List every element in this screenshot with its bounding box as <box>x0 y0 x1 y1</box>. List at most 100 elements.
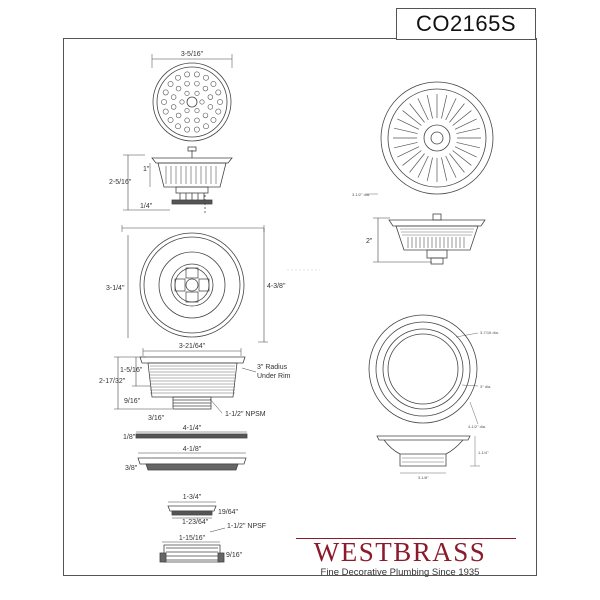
radial-slot <box>409 153 425 173</box>
strainer-hole <box>162 108 169 115</box>
strainer-hole <box>194 90 200 96</box>
radial-slot <box>394 142 418 149</box>
basket-side-view: 2-5/16" 1" 1/4" <box>109 146 233 215</box>
strainer-hole <box>170 94 177 100</box>
strainer-holes <box>161 71 223 133</box>
washer-thick-label: 19/64" <box>218 509 239 516</box>
brand-block: WESTBRASS Fine Decorative Plumbing Since… <box>290 538 510 578</box>
strainer-hole <box>193 126 200 133</box>
strainer-hole <box>194 80 200 87</box>
right-flange-top-view: 3-7/16 dia. 3" dia. 4-1/2" dia. <box>368 314 499 429</box>
body-upper-label: 1-5/16" <box>120 367 143 374</box>
right-basket-dia-label: 3-1/2" dia. <box>352 192 370 197</box>
right-basket-top-view: 3-1/2" dia. <box>352 81 494 197</box>
strainer-hole <box>175 85 182 92</box>
strainer-hole <box>184 117 190 124</box>
body-lower-label: 9/16" <box>124 398 141 405</box>
right-flange-a-label: 3-7/16 dia. <box>480 330 499 335</box>
strainer-hole <box>175 74 181 81</box>
body-radius-label-1: 3" Radius <box>257 364 288 371</box>
strainer-hole <box>184 126 191 133</box>
radial-slot <box>445 98 457 121</box>
right-basket-height-label: 2" <box>366 238 373 245</box>
strainer-hole <box>203 74 209 81</box>
thread-npsf-label: 1-1/2" NPSF <box>227 523 266 530</box>
drawing-frame <box>63 38 537 576</box>
flange-outer-label: 4-3/8" <box>267 283 286 290</box>
radial-slot <box>456 142 480 149</box>
body-total-label: 2-17/32" <box>99 378 126 385</box>
body-bottom-label: 3/16" <box>148 415 165 422</box>
strainer-hole <box>203 123 209 130</box>
body-top-label: 3-21/64" <box>179 343 206 350</box>
strainer-hole <box>217 99 223 105</box>
strainer-hole <box>207 94 214 100</box>
gasket-one: 4-1/4" 1/8" <box>123 425 248 441</box>
strainer-hole <box>179 99 185 105</box>
radial-slot <box>449 103 465 123</box>
strainer-hole <box>167 117 174 123</box>
basket-slots <box>165 166 217 184</box>
strainer-hole <box>207 104 214 110</box>
strainer-hole <box>167 81 174 87</box>
right-flange-w-label: 3-1/8" <box>418 475 429 480</box>
radial-slot <box>402 150 422 166</box>
radial-slot <box>426 95 433 119</box>
strainer-hole <box>215 108 222 115</box>
strainer-hole <box>184 71 191 78</box>
radial-slot <box>452 150 472 166</box>
flange-width-label: 3-1/4" <box>106 285 125 292</box>
brand-rule <box>296 538 516 539</box>
strainer-width-label: 3-5/16" <box>181 51 204 58</box>
radial-slot <box>394 127 418 134</box>
right-basket-side-view: 2" <box>366 213 486 265</box>
strainer-hole <box>184 80 190 87</box>
radial-slot <box>426 157 433 181</box>
radial-slot <box>397 146 420 158</box>
strainer-hole <box>202 112 209 119</box>
thread-npsm-label: 1-1/2" NPSM <box>225 411 266 418</box>
strainer-hole <box>215 89 222 96</box>
radial-slot <box>445 155 457 178</box>
sink-body-side-view: 3-21/64" 1-1/2" NPSM 3" Radius Under Rim… <box>99 343 291 422</box>
radial-slot <box>456 127 480 134</box>
gasket2-width-label: 4-1/8" <box>183 446 202 453</box>
strainer-hole <box>162 89 169 96</box>
strainer-hole <box>184 108 190 114</box>
tail-height-label: 9/16" <box>226 552 243 559</box>
strainer-hole <box>210 81 217 87</box>
tailpiece-nut: 1-15/16" 9/16" <box>159 535 243 563</box>
radial-slots <box>393 94 481 182</box>
brand-name: WESTBRASS <box>313 537 487 567</box>
strainer-hole <box>193 71 200 78</box>
model-number-box: CO2165S <box>396 8 536 40</box>
body-ribs <box>150 365 235 394</box>
strainer-hole <box>175 112 182 119</box>
right-flange-h-label: 1-1/4" <box>478 450 489 455</box>
radial-slot <box>402 110 422 126</box>
radial-slot <box>441 157 448 181</box>
radial-slot <box>409 103 425 123</box>
radial-slot <box>441 95 448 119</box>
model-number: CO2165S <box>415 11 517 36</box>
strainer-hole <box>199 99 205 105</box>
gasket2-thick-label: 3/8" <box>125 465 138 472</box>
radial-slot <box>452 110 472 126</box>
strainer-hole <box>170 104 177 110</box>
radial-slot <box>449 153 465 173</box>
right-flange-side-view: 1-1/4" 3-1/8" <box>376 435 489 480</box>
right-flange-c-label: 4-1/2" dia. <box>468 424 486 429</box>
washer-inner-label: 1-23/64" <box>182 519 209 526</box>
strainer-hole <box>210 117 217 123</box>
radial-slot <box>417 98 429 121</box>
radial-slot <box>454 118 477 130</box>
strainer-hole <box>184 90 190 96</box>
radial-slot <box>454 146 477 158</box>
strainer-hole <box>194 117 200 124</box>
flange-top-view: 4-3/8" 3-1/4" <box>106 225 286 343</box>
radial-slot <box>397 118 420 130</box>
gasket-two: 4-1/8" 3/8" <box>125 446 247 472</box>
strainer-hole <box>202 85 209 92</box>
washer: 1-3/4" 1-23/64" 19/64" 1-1/2" NPSF <box>167 494 266 533</box>
